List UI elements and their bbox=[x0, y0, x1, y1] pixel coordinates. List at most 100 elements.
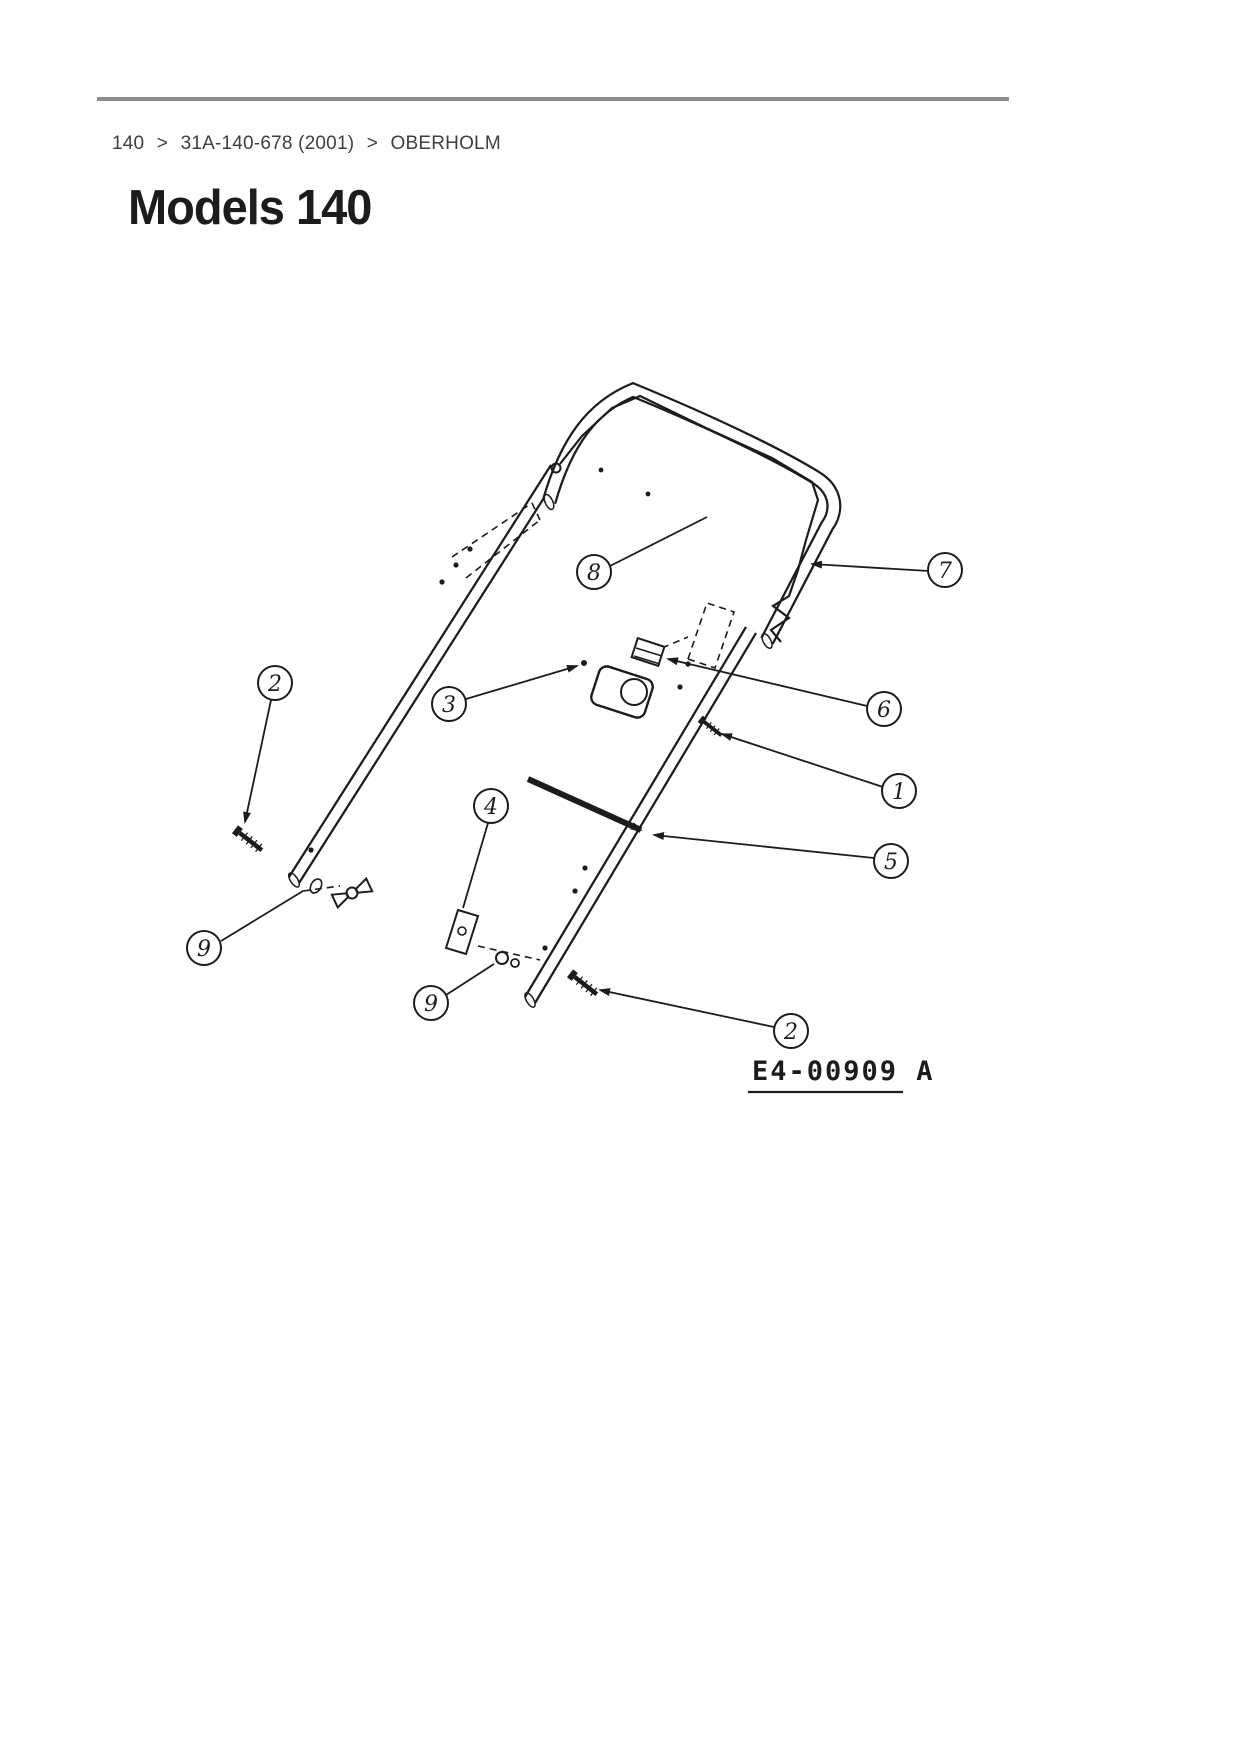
callout-label: 5 bbox=[884, 850, 898, 875]
callout-label: 8 bbox=[587, 561, 601, 586]
callout-part-3[interactable]: 3 bbox=[431, 686, 467, 722]
callout-label: 6 bbox=[877, 698, 891, 723]
bolt-shaft bbox=[573, 975, 599, 997]
screw-threads bbox=[705, 722, 720, 736]
callout-circle[interactable] bbox=[773, 1013, 809, 1049]
callout-part-5[interactable]: 5 bbox=[873, 843, 909, 879]
bolt-threads bbox=[575, 976, 598, 997]
leader-part-1 bbox=[720, 733, 884, 788]
bracket-plate bbox=[444, 908, 480, 956]
adjustment-hole bbox=[439, 579, 445, 585]
callout-circle[interactable] bbox=[431, 686, 467, 722]
cap-ribs bbox=[633, 647, 663, 665]
callout-part-2-upper[interactable]: 2 bbox=[257, 665, 293, 701]
handle-rod bbox=[526, 776, 643, 833]
leader-part-4 bbox=[462, 822, 489, 909]
housing-screw bbox=[581, 660, 587, 666]
tube-open-end bbox=[761, 632, 773, 650]
bolt-head bbox=[566, 969, 578, 981]
callout-circle[interactable] bbox=[257, 665, 293, 701]
bolt-threads bbox=[240, 832, 263, 853]
drawing-number: E4-00909 A bbox=[752, 1056, 935, 1087]
breadcrumb-separator: > bbox=[366, 133, 379, 154]
callout-label: 9 bbox=[424, 992, 438, 1017]
callout-part-6[interactable]: 6 bbox=[866, 691, 902, 727]
leader-part-8 bbox=[609, 516, 708, 567]
callout-part-8[interactable]: 8 bbox=[576, 554, 612, 590]
callout-label: 2 bbox=[783, 1020, 798, 1045]
callout-label: 4 bbox=[483, 795, 498, 820]
page-title: Models 140 bbox=[128, 179, 372, 235]
adjustment-hole bbox=[453, 562, 459, 568]
carriage-bolt-upper bbox=[231, 825, 264, 853]
callout-part-1[interactable]: 1 bbox=[881, 773, 917, 809]
callout-label: 1 bbox=[892, 780, 906, 805]
callout-circle[interactable] bbox=[866, 691, 902, 727]
tube-body bbox=[525, 627, 756, 1003]
leader-part-5 bbox=[652, 832, 875, 859]
callout-part-7[interactable]: 7 bbox=[927, 552, 963, 588]
hidden-edge bbox=[531, 502, 541, 521]
callout-part-9-left[interactable]: 9 bbox=[186, 930, 222, 966]
breadcrumb-item-assembly[interactable]: OBERHOLM bbox=[390, 133, 501, 154]
callout-circle[interactable] bbox=[873, 843, 909, 879]
cable-run bbox=[559, 394, 820, 643]
callout-circle[interactable] bbox=[927, 552, 963, 588]
bracket-hole bbox=[457, 926, 467, 936]
leader-part-3 bbox=[465, 665, 579, 700]
fastener-washer bbox=[495, 951, 509, 965]
cable-end-loop bbox=[550, 462, 562, 474]
callout-circle[interactable] bbox=[881, 773, 917, 809]
callout-part-2-lower[interactable]: 2 bbox=[773, 1013, 809, 1049]
callout-label: 3 bbox=[442, 693, 456, 718]
breadcrumb-item-article[interactable]: 31A-140-678 (2001) bbox=[180, 133, 355, 154]
hidden-edge bbox=[451, 502, 533, 558]
breadcrumb-separator: > bbox=[156, 133, 169, 154]
fastener-nut bbox=[510, 958, 520, 968]
breadcrumb: 140 > 31A-140-678 (2001) > OBERHOLM bbox=[112, 133, 501, 155]
knob-hub bbox=[345, 886, 359, 900]
drawing-number-block: E4-00909 A bbox=[748, 1056, 935, 1094]
tube-open-end bbox=[287, 872, 301, 888]
hidden-edge bbox=[465, 519, 541, 579]
carriage-bolt-lower bbox=[566, 969, 599, 997]
leader-part-2-lower bbox=[598, 988, 775, 1028]
handle-bracket bbox=[444, 908, 541, 968]
callout-label: 2 bbox=[267, 672, 282, 697]
handle-joint-hidden-lines bbox=[439, 502, 541, 585]
callout-part-9-bottom[interactable]: 9 bbox=[413, 985, 449, 1021]
callout-circle[interactable] bbox=[413, 985, 449, 1021]
callout-circle[interactable] bbox=[473, 788, 509, 824]
tube-open-end bbox=[524, 992, 536, 1008]
leader-lines bbox=[220, 516, 930, 1028]
callout-circle[interactable] bbox=[576, 554, 612, 590]
callout-label: 7 bbox=[938, 559, 952, 584]
bolt-head bbox=[231, 825, 243, 837]
upper-handle-loop bbox=[541, 381, 842, 650]
tube-hole bbox=[645, 491, 651, 497]
screw-part-1 bbox=[697, 715, 723, 737]
tube-hole bbox=[572, 888, 578, 894]
callout-circle[interactable] bbox=[186, 930, 222, 966]
screw-head bbox=[697, 715, 707, 725]
control-cable bbox=[550, 394, 820, 643]
top-rule bbox=[97, 97, 1009, 101]
lower-handle-left-tube bbox=[287, 464, 562, 888]
leader-part-9-left-hidden bbox=[302, 885, 341, 892]
housing-boss bbox=[620, 678, 648, 706]
tube-hole bbox=[542, 945, 548, 951]
hidden-edge bbox=[661, 636, 689, 649]
leader-part-9-left bbox=[220, 890, 304, 942]
wing-knob-left bbox=[309, 876, 374, 910]
bolt-shaft bbox=[238, 831, 264, 853]
leader-part-9-bottom bbox=[445, 963, 495, 996]
tube-hole bbox=[677, 684, 683, 690]
breadcrumb-item-model[interactable]: 140 bbox=[112, 133, 145, 154]
tube-body bbox=[289, 465, 561, 883]
callout-label: 9 bbox=[197, 937, 211, 962]
leader-part-6 bbox=[666, 657, 868, 707]
tube-hole bbox=[582, 865, 588, 871]
callout-part-4[interactable]: 4 bbox=[473, 788, 509, 824]
washer bbox=[309, 878, 323, 894]
